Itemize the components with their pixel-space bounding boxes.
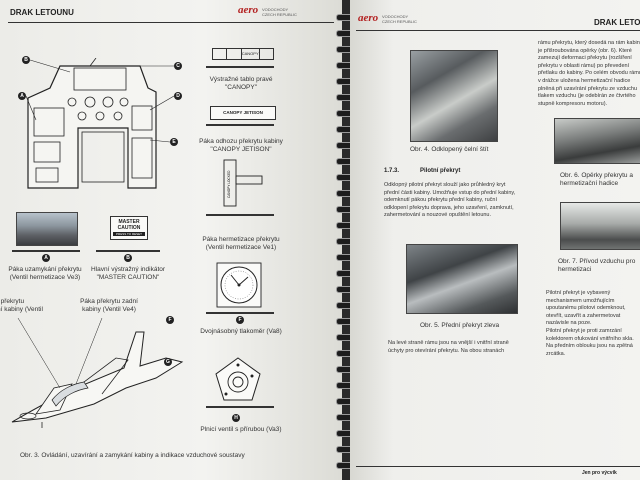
l39-aircraft-drawing [11,318,184,428]
canopy-jettison-handle: CANOPY JETISON [210,106,276,120]
caption-rear-canopy-valve: Páka překrytu zadní kabiny (Ventil Ve4) [80,298,138,313]
right-column-paragraph: Pilotní překryt je vybavený mechanismem … [546,290,626,327]
caption-front-canopy-valve: Páka překrytu přední kabiny (Ventil Ve1) [0,298,43,313]
master-caution-line1: MASTER [118,219,140,225]
photo-canopy-lock-lever [16,212,78,246]
section-number: 1.7.3. [384,168,400,174]
fig5-caption: Obr. 5. Přední překryt zleva [420,322,500,329]
master-caution-line2: CAUTION [117,225,141,231]
footer-training-note: Jen pro výcvik [582,470,617,476]
right-header-rule [356,30,640,31]
fig4-caption: Obr. 4. Odklopený čelní štít [410,146,489,153]
underline-d [206,124,274,126]
canopy-lever-drawing: CANOPY LOCKED [223,159,263,207]
aero-logo-right: aero [358,12,379,24]
underline-b [96,250,160,252]
caption-a: Páka uzamykání překrytu (Ventil hermetiz… [8,266,82,281]
logo-sub-left-2: CZECH REPUBLIC [262,12,297,17]
callout-f-bottom: F [236,316,244,324]
bottom-paragraph: Na levé straně rámu jsou na vnější i vni… [388,340,509,354]
right-footer-rule [356,466,640,467]
left-header-rule [8,22,334,23]
logo-sub-right-1: VODOCHODY [382,14,409,19]
callout-f: F [166,316,174,324]
master-caution-indicator: MASTER CAUTION PRESS TO RESET [110,216,148,240]
photo-fig7-air-supply [560,202,640,250]
top-paragraph: rámu překrytu, který dosedá na rám kabin… [538,40,640,107]
cockpit-panel-drawing [27,58,157,189]
right-column-paragraph-2: Pilotní překryt je proti zamrzání kolekt… [546,328,634,357]
master-caution-line3: PRESS TO RESET [113,232,145,236]
underline-f [206,312,274,314]
photo-fig5-front-canopy [406,244,518,314]
aero-logo-left: aero [238,4,259,16]
callout-b: B [22,56,30,64]
underline-a [12,250,80,252]
callout-a-bottom: A [42,254,50,262]
callout-c: C [174,62,182,70]
right-page-header-title: DRAK LETOUNU [594,18,640,27]
caption-b: Hlavní výstražný indikátor "MASTER CAUTI… [90,266,166,281]
left-manual-page: DRAK LETOUNU aero VODOCHODY CZECH REPUBL… [0,0,342,480]
figure-3-caption: Obr. 3. Ovládání, uzavírání a zamykání k… [20,452,245,459]
fig7-caption: Obr. 7. Přívod vzduchu pro hermetizaci [558,258,636,273]
caption-e: Páka hermetizace překrytu (Ventil hermet… [202,236,280,251]
dual-pressure-gauge [216,262,262,308]
caption-c: Výstražné tablo pravé "CANOPY" [209,76,273,91]
right-manual-page: aero VODOCHODY CZECH REPUBLIC DRAK LETOU… [350,0,640,480]
svg-text:CANOPY LOCKED: CANOPY LOCKED [227,170,231,198]
underline-h [206,406,274,408]
warning-panel-strip: CANOPY [212,48,274,60]
callout-a: A [18,92,26,100]
photo-fig4-windshield [410,50,498,142]
underline-e [206,214,274,216]
photo-fig6-canopy-stops [554,118,640,164]
logo-sub-right-2: CZECH REPUBLIC [382,19,417,24]
caption-f: Dvojnásobný tlakoměr (Va8) [200,328,282,335]
canopy-cell: CANOPY [242,49,260,59]
caption-d: Páka odhozu překrytu kabiny "CANOPY JETI… [199,138,283,153]
callout-e: E [170,138,178,146]
section-title: Pilotní překryt [420,168,461,174]
underline-c [206,66,274,68]
filler-valve-flange [215,357,261,401]
callout-b-bottom: B [124,254,132,262]
callout-h: H [232,414,240,422]
logo-sub-left-1: VODOCHODY [262,7,289,12]
caption-h: Plnicí ventil s přírubou (Va3) [200,426,282,433]
section-paragraph: Odklopný pilotní překryt slouží jako prů… [384,182,516,219]
fig6-caption: Obr. 6. Opěrky překrytu a hermetizační h… [560,172,633,187]
callout-d: D [174,92,182,100]
left-page-header-title: DRAK LETOUNU [10,8,74,17]
callout-g: G [164,358,172,366]
leader-lines [25,59,175,143]
